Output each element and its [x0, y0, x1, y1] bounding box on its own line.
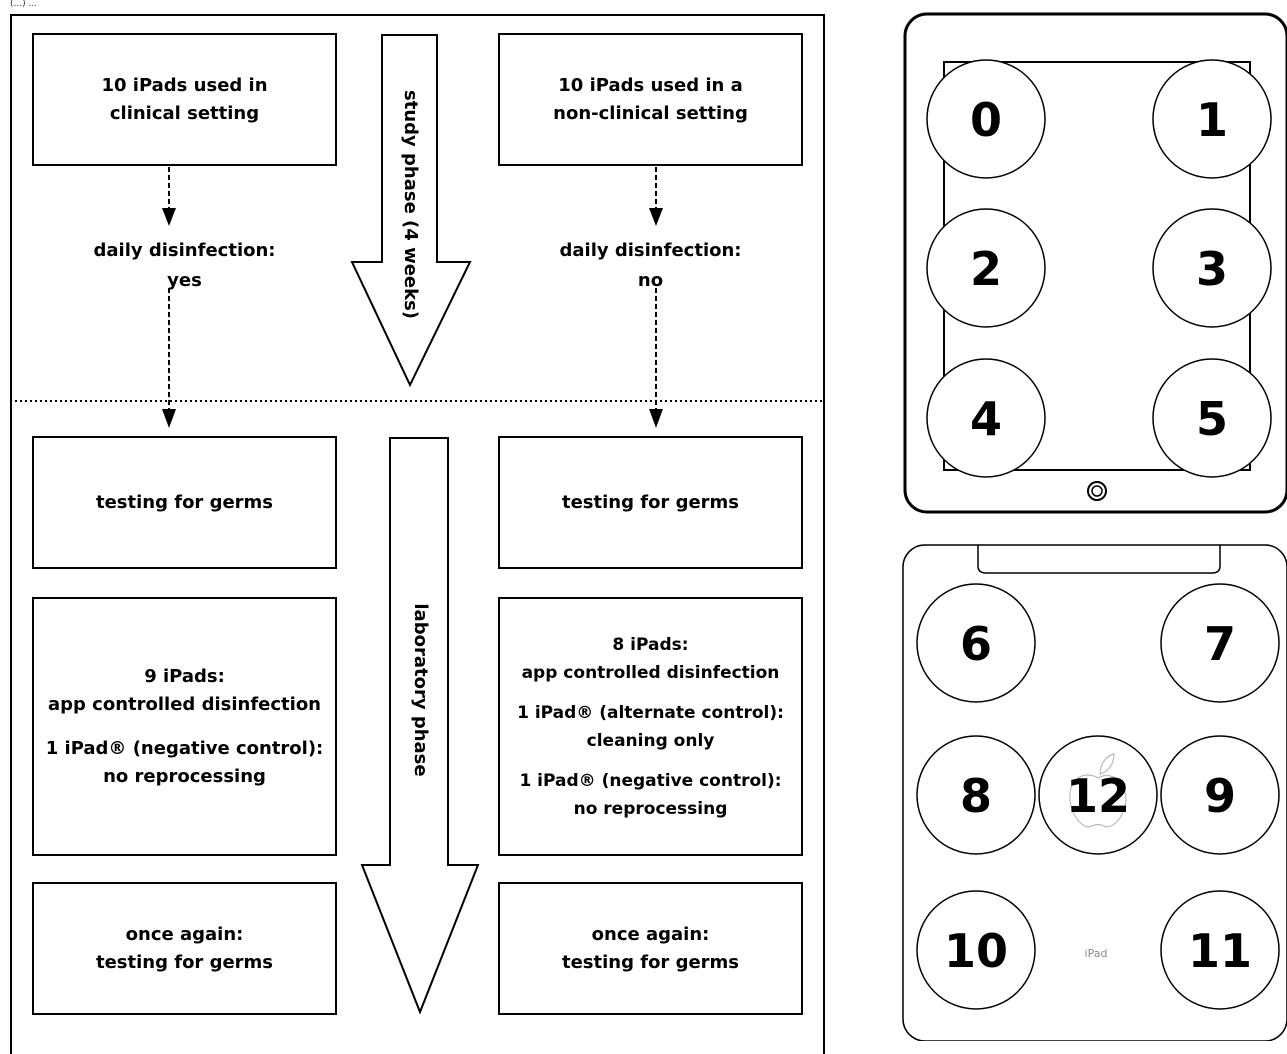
- right-disinfection-label: daily disinfection: no: [559, 240, 742, 291]
- svg-text:1: 1: [1196, 93, 1228, 147]
- back-position-10: 10: [916, 890, 1036, 1010]
- front-position-1: 1: [1152, 59, 1272, 179]
- left-arrowhead-2: [162, 409, 176, 428]
- svg-text:3: 3: [1196, 242, 1228, 296]
- right-testing-box: testing for germs: [498, 436, 803, 569]
- right-arrowhead-1: [649, 208, 663, 226]
- left-testing-box: testing for germs: [32, 436, 337, 569]
- right-final-box: once again: testing for germs: [498, 882, 803, 1015]
- apple-logo-icon: [1069, 774, 1127, 828]
- front-position-3: 3: [1152, 208, 1272, 328]
- right-result-control: 1 iPad® (negative control): no reprocess…: [519, 770, 782, 819]
- back-position-11: 11: [1160, 890, 1280, 1010]
- svg-text:0: 0: [970, 93, 1002, 147]
- left-final-box: once again: testing for germs: [32, 882, 337, 1015]
- svg-text:2: 2: [970, 242, 1002, 296]
- front-position-4: 4: [926, 358, 1046, 478]
- left-result-box: 9 iPads: app controlled disinfection 1 i…: [32, 597, 337, 856]
- svg-text:8: 8: [960, 769, 992, 823]
- svg-text:9: 9: [1204, 769, 1236, 823]
- left-arrowhead-1: [162, 208, 176, 226]
- ipad-back-dock-notch: [977, 545, 1221, 574]
- left-result-title: 9 iPads: app controlled disinfection: [48, 665, 321, 715]
- back-position-6: 6: [916, 583, 1036, 703]
- home-button-icon: [1087, 481, 1107, 501]
- svg-text:7: 7: [1204, 617, 1236, 671]
- left-result-control: 1 iPad® (negative control): no reprocess…: [45, 737, 324, 787]
- front-position-0: 0: [926, 59, 1046, 179]
- study-phase-arrow: [350, 34, 472, 388]
- flowchart-frame: [10, 14, 825, 1054]
- right-result-title: 8 iPads: app controlled disinfection: [521, 634, 780, 683]
- svg-text:6: 6: [960, 617, 992, 671]
- ipad-front: 0 1 2 3 4 5: [903, 12, 1287, 514]
- back-position-9: 9: [1160, 735, 1280, 855]
- right-result-box: 8 iPads: app controlled disinfection 1 i…: [498, 597, 803, 856]
- svg-text:11: 11: [1188, 924, 1252, 978]
- caption-fragment: (...) ...: [10, 0, 38, 8]
- svg-text:4: 4: [970, 392, 1002, 446]
- left-top-box: 10 iPads used in clinical setting: [32, 33, 337, 166]
- right-top-box: 10 iPads used in a non-clinical setting: [498, 33, 803, 166]
- right-arrowhead-2: [649, 409, 663, 428]
- svg-text:12: 12: [1066, 769, 1130, 823]
- back-position-12: 12: [1038, 735, 1158, 855]
- right-result-alt: 1 iPad® (alternate control): cleaning on…: [517, 702, 784, 751]
- svg-text:5: 5: [1196, 392, 1228, 446]
- ipad-brand-word: iPad: [1085, 947, 1108, 960]
- ipad-back: 6 7 8 12 9 10 11 iPad: [902, 544, 1287, 1041]
- left-disinfection-label: daily disinfection: yes: [93, 240, 276, 291]
- back-position-8: 8: [916, 735, 1036, 855]
- front-position-5: 5: [1152, 358, 1272, 478]
- back-position-7: 7: [1160, 583, 1280, 703]
- front-position-2: 2: [926, 208, 1046, 328]
- laboratory-phase-arrow: [360, 437, 480, 1015]
- svg-text:10: 10: [944, 924, 1008, 978]
